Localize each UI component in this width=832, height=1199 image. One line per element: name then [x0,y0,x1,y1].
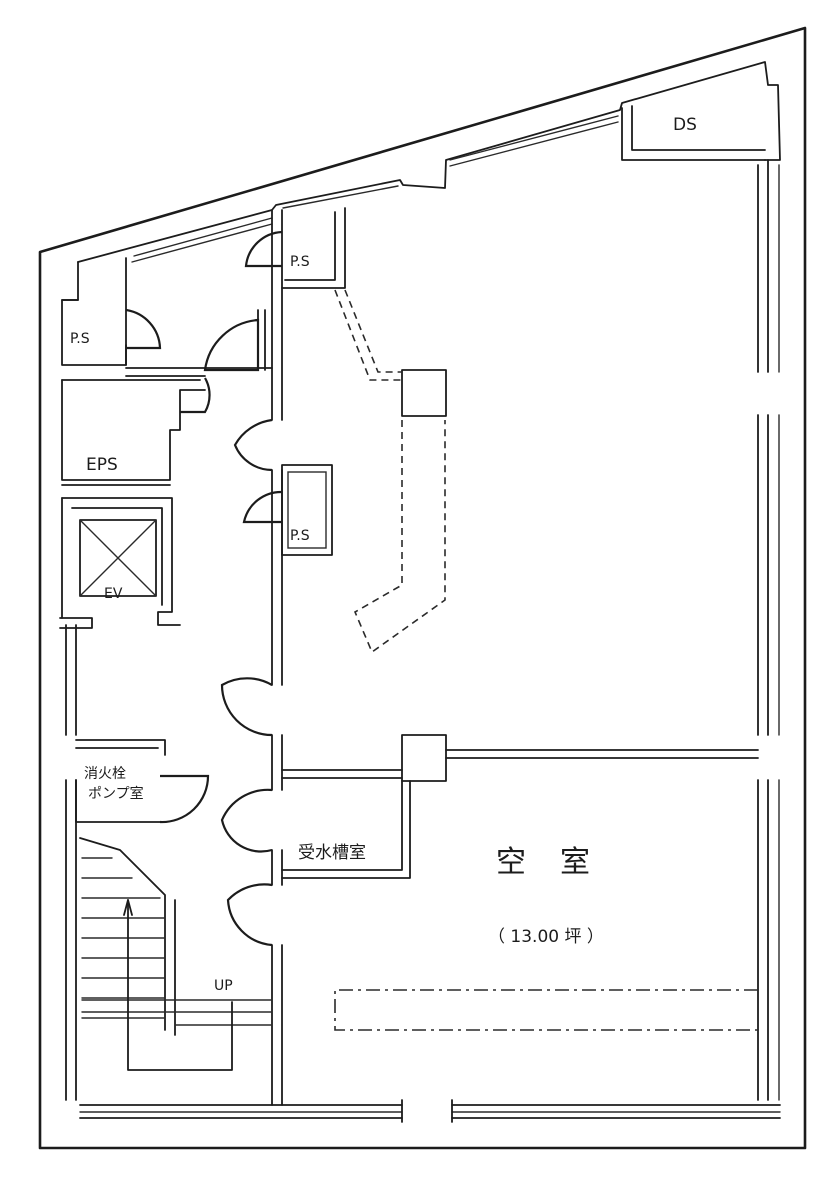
elevator [61,497,181,626]
right-wall [757,159,780,1101]
ps-left-shaft [61,299,162,366]
water-tank-label: 受水槽室 [298,843,366,863]
ds-label: DS [673,115,697,135]
outer-boundary [38,26,807,1150]
bottom-wall [79,1099,781,1123]
eps-label: EPS [86,455,118,475]
fire-pump-room [75,739,210,824]
ps-top-shaft [244,207,346,289]
room-partition [281,749,759,779]
ds-shaft [621,105,766,161]
ps-top-label: P.S [290,254,310,270]
up-label: UP [214,978,233,994]
water-tank-room [281,780,411,879]
left-wall [59,617,93,1101]
corridor-east-wall [220,209,283,1106]
area-label: （ 13.00 坪 ） [488,927,604,947]
columns [401,369,447,782]
fire-pump-label-1: 消火栓 [84,766,126,782]
ps-center-label: P.S [290,528,310,544]
fire-pump-label-2: ポンプ室 [88,785,144,802]
vacant-room-label: 空 室 [496,845,592,880]
ps-center-shaft [242,464,333,556]
dashed-counter-outline [334,289,446,654]
dashdot-line [334,989,758,1031]
ps-left-label: P.S [70,331,90,347]
corridor-upper [61,309,273,481]
ev-label: EV [104,586,123,602]
stairs [79,837,273,1071]
top-window-wall [61,61,781,366]
